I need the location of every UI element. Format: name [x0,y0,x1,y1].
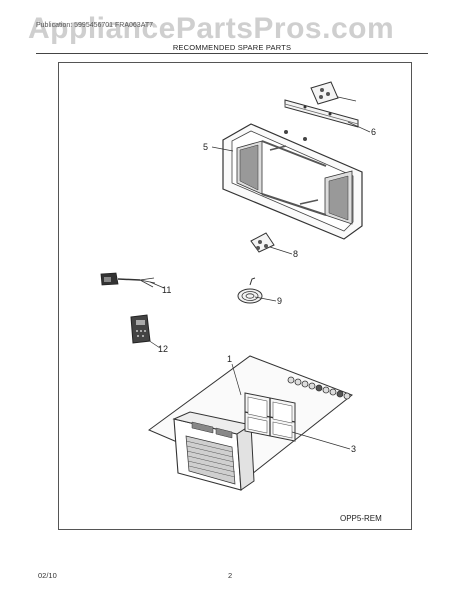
callout-6: 6 [371,127,376,137]
diagram-code: OPP5-REM [340,514,382,523]
callout-8: 8 [293,249,298,259]
callout-labels: 6 5 8 9 11 12 1 3 [158,127,376,454]
hardware-bag-screws[interactable] [310,81,357,105]
hardware-row-fasteners[interactable] [287,376,351,400]
watermark: AppliancePartsPros.com [28,12,395,45]
part-9-coiled-cord[interactable] [237,277,263,304]
leader-lines [147,121,371,450]
callout-12: 12 [158,344,168,354]
diagram-frame [58,62,412,530]
part-5-side-curtain-frame[interactable] [222,123,363,240]
callout-1: 1 [227,354,232,364]
publication-header: Publication: 5995456701 FRA063AT7 [36,22,154,29]
part-1-front-grille[interactable] [172,411,255,491]
callout-9: 9 [277,296,282,306]
footer-page-number: 2 [228,571,233,580]
callout-3: 3 [351,444,356,454]
header-rule [36,53,428,54]
callout-11: 11 [162,285,171,295]
callout-5: 5 [203,142,208,152]
part-3-air-filter[interactable] [244,392,296,442]
footer-date: 02/10 [38,571,57,580]
page-subtitle: RECOMMENDED SPARE PARTS [172,43,292,52]
part-8-bracket[interactable] [250,232,275,253]
part-11-power-cord[interactable] [100,272,156,288]
part-6-mounting-rail[interactable] [284,99,359,128]
part-12-remote-control[interactable] [130,314,151,344]
